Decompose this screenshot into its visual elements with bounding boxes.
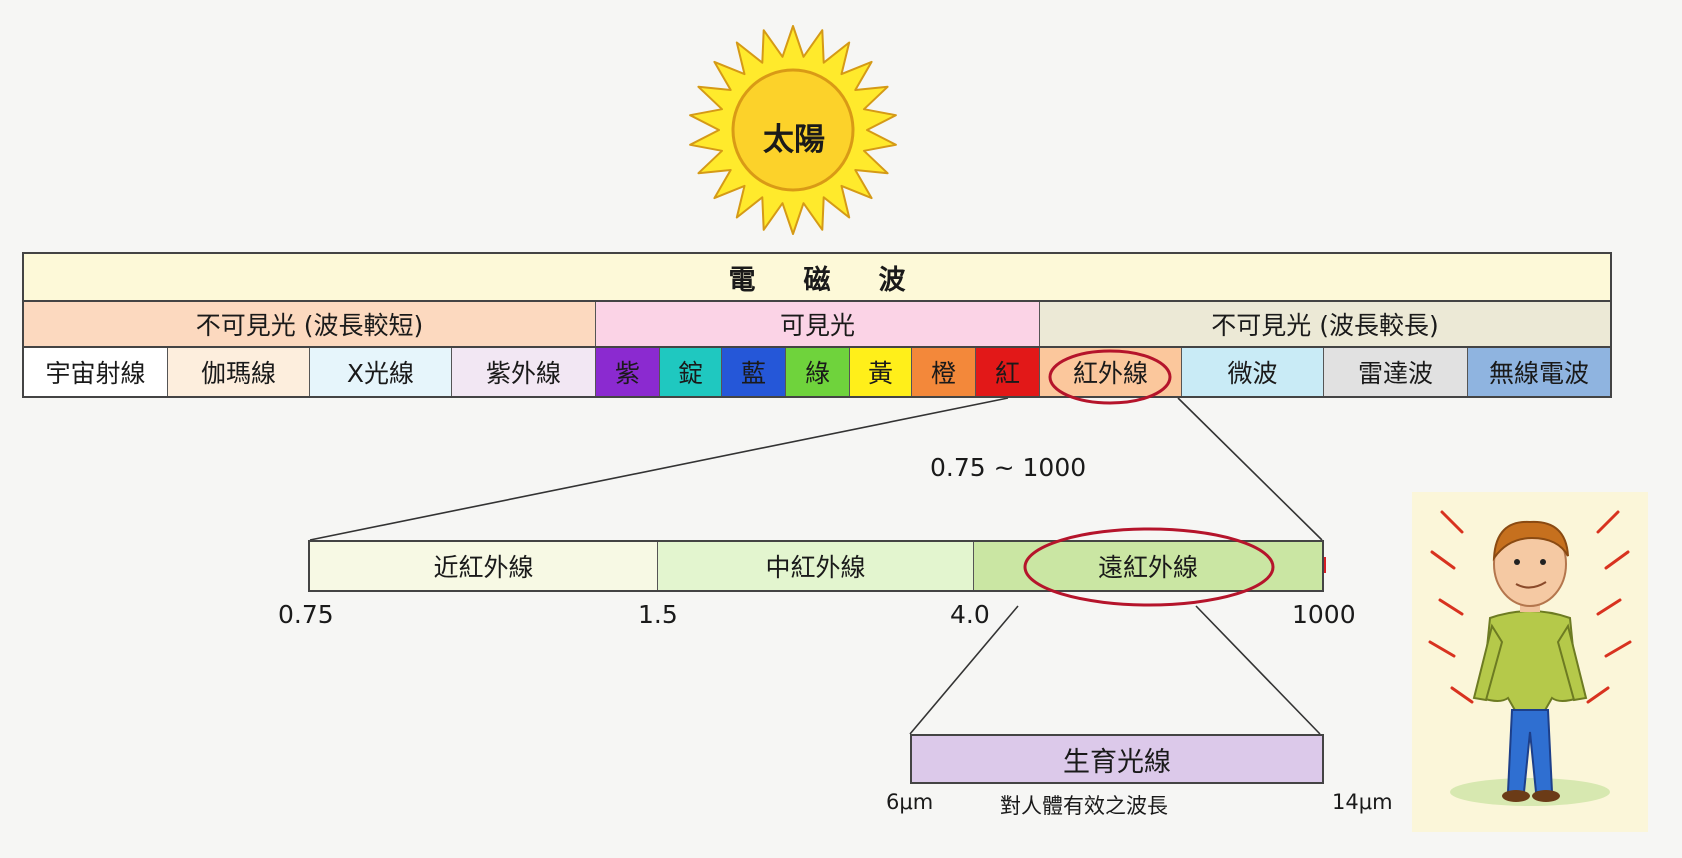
- band-microwave: 微波: [1182, 348, 1324, 396]
- group-invisible-short: 不可見光 (波長較短): [24, 302, 596, 346]
- infrared-highlight-ring: [1048, 349, 1172, 405]
- far-infrared-highlight-ring: [1023, 527, 1275, 607]
- band-green: 綠: [786, 348, 850, 396]
- sun-icon: [689, 25, 897, 235]
- band-blue: 藍: [722, 348, 786, 396]
- band-red: 紅: [976, 348, 1040, 396]
- growth-min-label: 6μm: [886, 790, 934, 814]
- growth-light-label: 生育光線: [1063, 746, 1171, 778]
- growth-caption: 對人體有效之波長: [1000, 794, 1168, 818]
- zoom-line-left-2: [909, 605, 1019, 735]
- segment-mid-infrared: 中紅外線: [658, 542, 974, 590]
- tick-1000: 1000: [1292, 600, 1356, 629]
- band-ultraviolet: 紫外線: [452, 348, 596, 396]
- tick-4-0: 4.0: [950, 600, 990, 629]
- band-infrared: 紅外線: [1040, 348, 1182, 396]
- band-violet: 紫: [596, 348, 660, 396]
- band-x-ray: X光線: [310, 348, 452, 396]
- spectrum-title: 電磁波: [22, 252, 1612, 302]
- band-radar: 雷達波: [1324, 348, 1468, 396]
- infrared-range-label: 0.75 ~ 1000: [930, 453, 1087, 482]
- band-cosmic-ray: 宇宙射線: [24, 348, 168, 396]
- person-illustration: [1412, 492, 1648, 832]
- band-indigo: 錠: [660, 348, 722, 396]
- group-invisible-long: 不可見光 (波長較長): [1040, 302, 1610, 346]
- band-orange: 橙: [912, 348, 976, 396]
- zoom-line-right-2: [1195, 605, 1321, 735]
- growth-max-label: 14μm: [1332, 790, 1393, 814]
- spectrum-group-row: 不可見光 (波長較短) 可見光 不可見光 (波長較長): [22, 300, 1612, 348]
- band-yellow: 黃: [850, 348, 912, 396]
- zoom-line-left: [309, 397, 1009, 541]
- sun-label: 太陽: [763, 121, 825, 158]
- spectrum-band-row: 宇宙射線 伽瑪線 X光線 紫外線 紫 錠 藍 綠 黃 橙 紅 紅外線 微波 雷達…: [22, 346, 1612, 398]
- infrared-bar: 近紅外線 中紅外線 遠紅外線: [308, 540, 1324, 592]
- zoom-line-right: [1177, 397, 1323, 541]
- group-visible: 可見光: [596, 302, 1040, 346]
- segment-near-infrared: 近紅外線: [310, 542, 658, 590]
- tick-1-5: 1.5: [638, 600, 678, 629]
- band-radio: 無線電波: [1468, 348, 1610, 396]
- tick-0-75: 0.75: [278, 600, 334, 629]
- band-gamma-ray: 伽瑪線: [168, 348, 310, 396]
- growth-light-box: 生育光線: [910, 734, 1324, 784]
